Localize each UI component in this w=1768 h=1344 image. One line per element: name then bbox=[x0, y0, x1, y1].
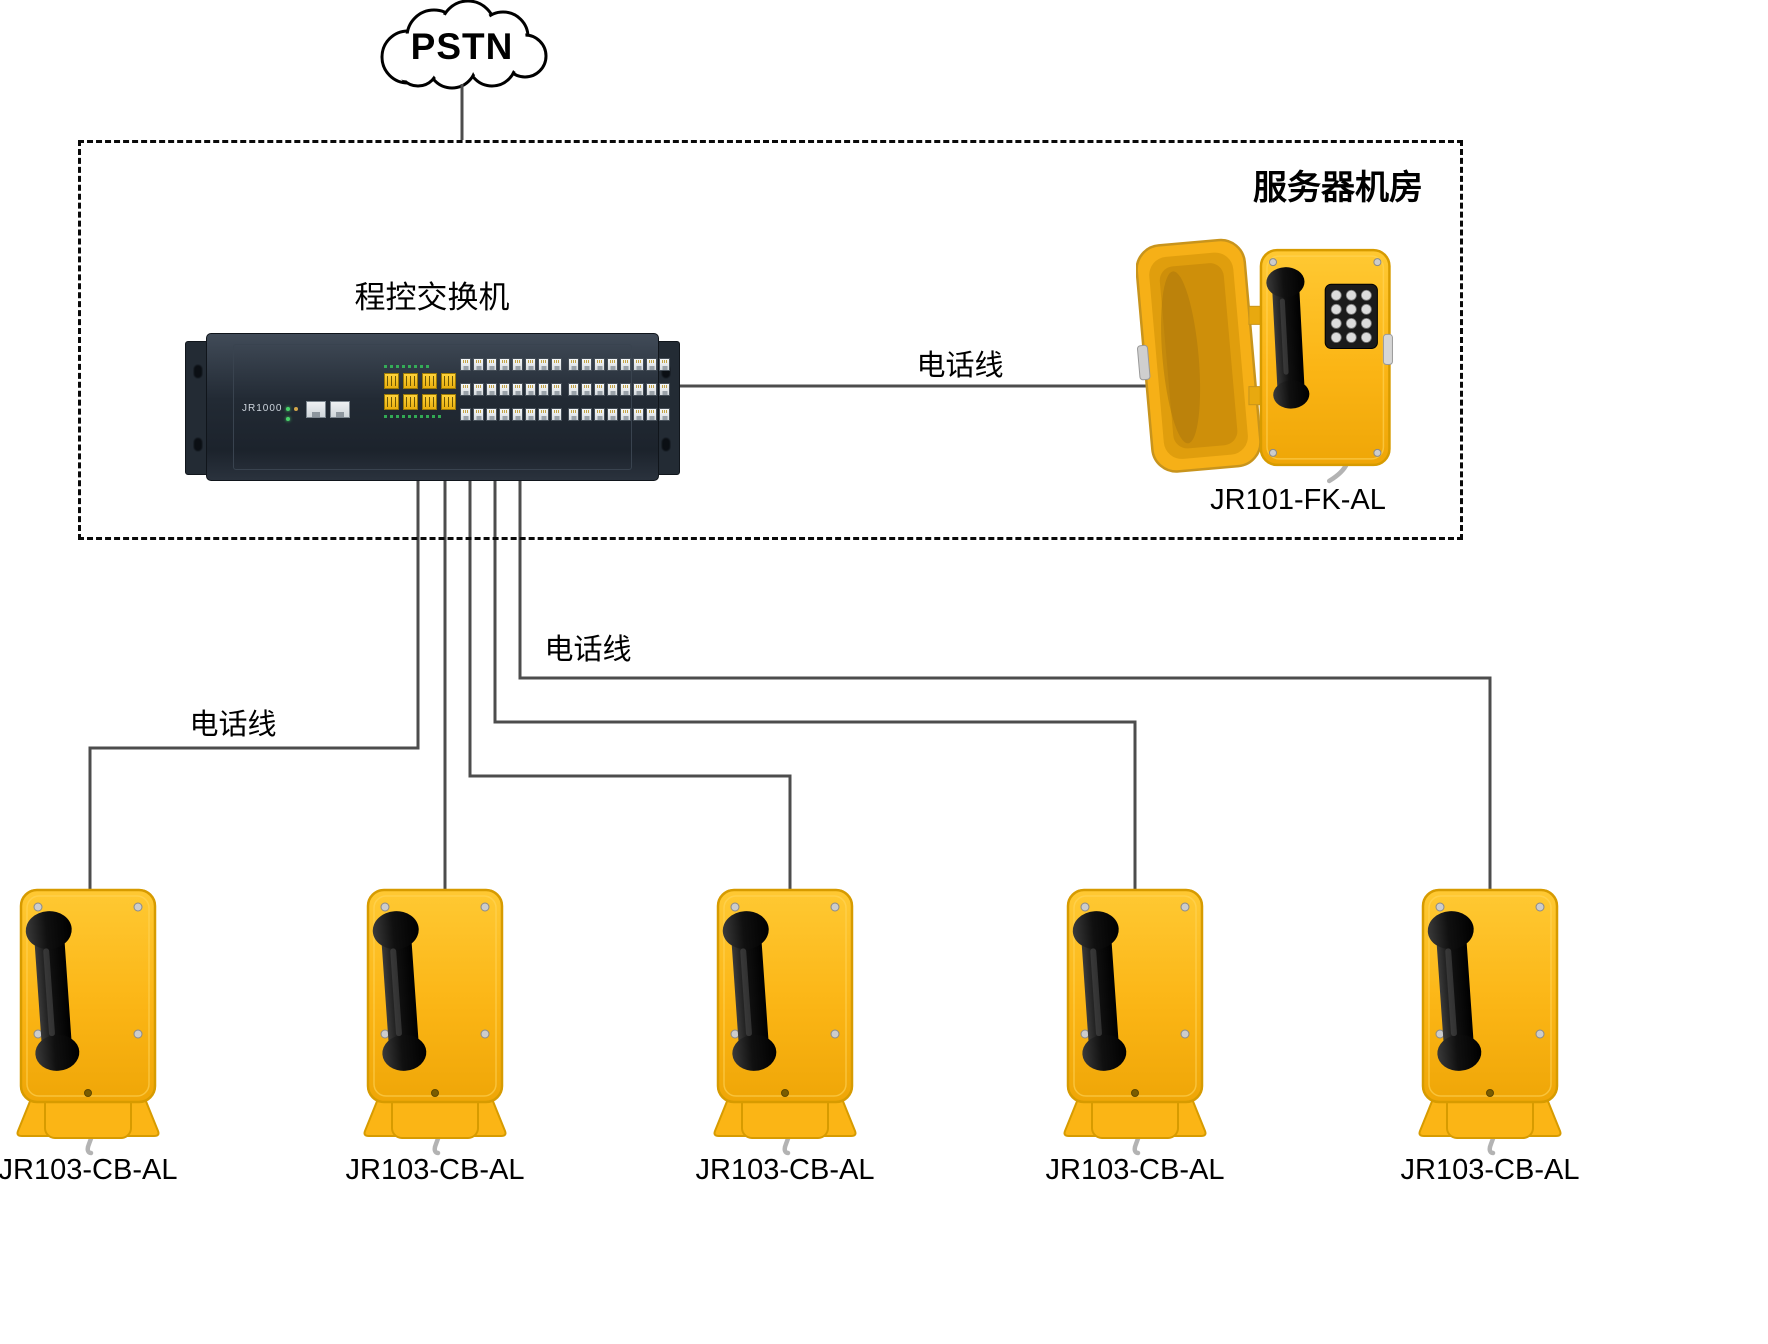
pstn-label: PSTN bbox=[410, 26, 514, 67]
phone-cover-open bbox=[1135, 238, 1262, 473]
handset bbox=[1266, 267, 1310, 409]
ethernet-port-icon bbox=[306, 401, 326, 418]
server-phone-label: JR101-FK-AL bbox=[1210, 484, 1386, 516]
port-bank-a bbox=[460, 358, 562, 421]
switch-model-label: JR1000 bbox=[242, 403, 283, 414]
phone-line-label: 电话线 bbox=[544, 634, 632, 666]
field-phone-label: JR103-CB-AL bbox=[1400, 1154, 1580, 1186]
phone-line-label: 电话线 bbox=[189, 709, 277, 741]
server-room-label: 服务器机房 bbox=[1253, 169, 1423, 207]
server-phone bbox=[1135, 222, 1408, 488]
line-extension-5 bbox=[518, 481, 1492, 894]
pbx-switch: JR1000 bbox=[185, 333, 680, 481]
field-phone-label: JR103-CB-AL bbox=[1045, 1154, 1225, 1186]
field-phone-label: JR103-CB-AL bbox=[0, 1154, 178, 1186]
pbx-body: JR1000 bbox=[206, 333, 670, 481]
keypad bbox=[1324, 283, 1378, 349]
terminal-blocks bbox=[384, 373, 456, 410]
field-phone bbox=[1415, 886, 1565, 1156]
line-extension-4 bbox=[493, 481, 1137, 894]
field-phone bbox=[360, 886, 510, 1156]
switch-label: 程控交换机 bbox=[354, 280, 510, 315]
field-phone-label: JR103-CB-AL bbox=[345, 1154, 525, 1186]
port-bank-b bbox=[568, 358, 670, 421]
server-room-box bbox=[78, 140, 1463, 540]
phone-line-label: 电话线 bbox=[916, 350, 1004, 382]
field-phone bbox=[1060, 886, 1210, 1156]
field-phone bbox=[13, 886, 163, 1156]
ethernet-port-icon bbox=[330, 401, 350, 418]
pstn-cloud bbox=[380, 0, 548, 90]
field-phone bbox=[710, 886, 860, 1156]
field-phone-label: JR103-CB-AL bbox=[695, 1154, 875, 1186]
line-extension-1 bbox=[88, 481, 420, 894]
line-extension-3 bbox=[468, 481, 792, 894]
